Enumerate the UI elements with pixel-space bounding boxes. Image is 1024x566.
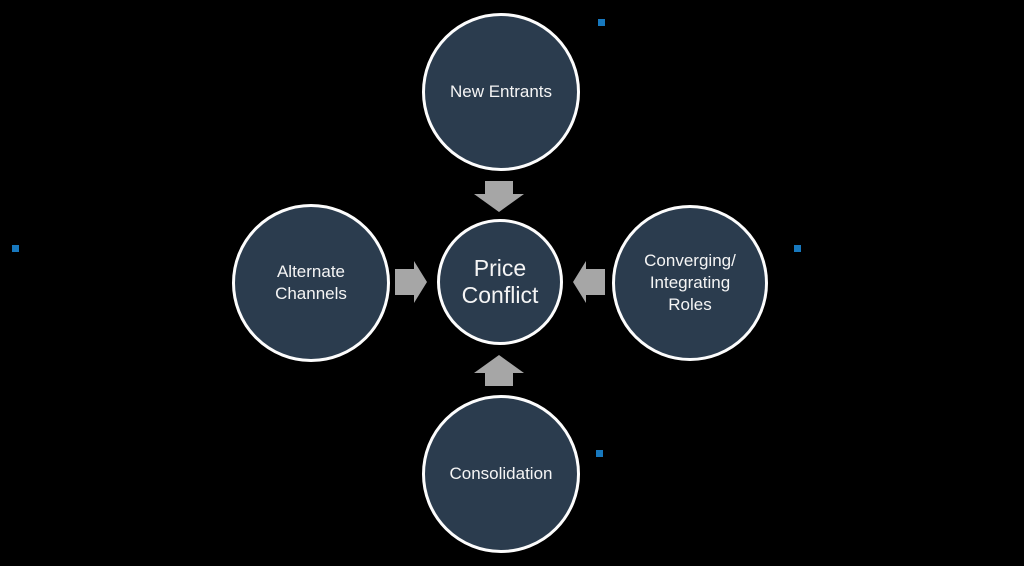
node-label-line: Price [473, 255, 527, 281]
blue-square-marker [598, 19, 605, 26]
right-arrow-shape [395, 261, 427, 303]
left-arrow-shape [573, 261, 605, 303]
node-label-line: New Entrants [449, 82, 553, 101]
node-label-line: Conflict [461, 282, 539, 308]
node-label-line: Integrating [649, 273, 731, 292]
right-arrow-icon [395, 261, 427, 303]
node-price-conflict: Price Conflict [437, 219, 563, 345]
node-label: Consolidation [449, 463, 552, 485]
node-consolidation: Consolidation [422, 395, 580, 553]
blue-square-marker [794, 245, 801, 252]
node-label: Converging/ Integrating Roles [644, 250, 736, 316]
node-new-entrants: New Entrants [422, 13, 580, 171]
node-label: Alternate Channels [275, 261, 347, 305]
node-converging-integrating-roles: Converging/ Integrating Roles [612, 205, 768, 361]
node-label: New Entrants [450, 81, 552, 103]
blue-square-marker [596, 450, 603, 457]
node-label-line: Roles [668, 295, 712, 314]
up-arrow-icon [474, 355, 524, 386]
up-arrow-shape [474, 355, 524, 386]
node-alternate-channels: Alternate Channels [232, 204, 390, 362]
blue-square-marker [12, 245, 19, 252]
node-label: Price Conflict [462, 255, 539, 309]
down-arrow-shape [474, 181, 524, 212]
node-label-line: Converging/ [644, 251, 736, 270]
node-label-line: Channels [275, 284, 347, 303]
node-label-line: Consolidation [449, 464, 553, 483]
node-label-line: Alternate [276, 262, 346, 281]
left-arrow-icon [573, 261, 605, 303]
down-arrow-icon [474, 181, 524, 212]
